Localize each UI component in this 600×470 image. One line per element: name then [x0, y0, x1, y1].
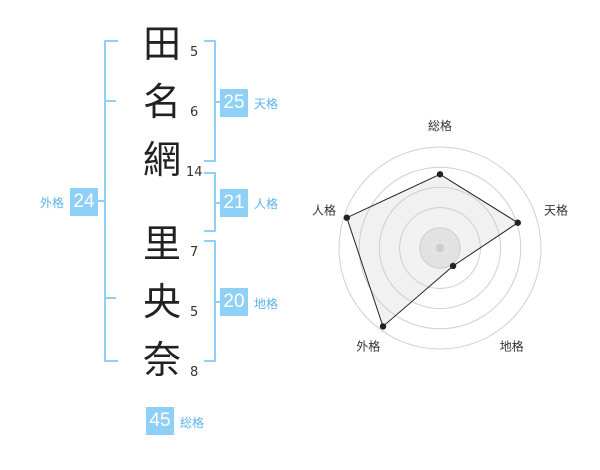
gaikaku-tick-1 [104, 100, 116, 102]
gaikaku-tick-2 [104, 297, 116, 299]
radar-point-4 [379, 323, 387, 330]
name-char-3: 網 [142, 138, 181, 182]
stroke-count-3: 14 [186, 165, 203, 180]
radar-axis-label: 天格 [544, 202, 568, 217]
radar-center [436, 244, 444, 252]
radar-axis-label: 人格 [312, 202, 336, 217]
radar-ring [338, 146, 542, 350]
radar-ring [378, 186, 502, 310]
name-char-4: 里 [142, 222, 181, 266]
name-char-6: 奈 [142, 338, 181, 382]
soukaku-value: 45 [146, 407, 174, 435]
stroke-count-1: 5 [190, 45, 199, 60]
radar-axis-label: 総格 [428, 118, 452, 133]
gaikaku-label: 外格 [40, 196, 65, 210]
gaikaku-value: 24 [70, 188, 98, 216]
radar-point-3 [449, 262, 457, 270]
radar-point-1 [436, 171, 444, 178]
soukaku-label: 総格 [180, 416, 205, 430]
tenkaku-value: 25 [220, 89, 248, 117]
radar-axis-label: 地格 [500, 339, 524, 354]
radar-axis-label: 外格 [356, 339, 380, 354]
radar-series-polygon [346, 173, 519, 328]
radar-point-5 [343, 214, 351, 221]
chikaku-connector [214, 301, 222, 303]
name-char-1: 田 [142, 22, 181, 66]
name-char-5: 央 [142, 280, 181, 324]
tenkaku-label: 天格 [254, 97, 279, 111]
radar-ring [358, 166, 522, 330]
stroke-count-4: 7 [190, 245, 199, 260]
jinkaku-label: 人格 [254, 197, 279, 211]
jinkaku-connector [214, 202, 222, 204]
stroke-count-2: 6 [190, 105, 199, 120]
chikaku-value: 20 [220, 288, 248, 316]
gaikaku-connector [98, 200, 106, 202]
chikaku-label: 地格 [254, 297, 279, 311]
stroke-count-6: 8 [190, 365, 199, 380]
stroke-count-5: 5 [190, 305, 199, 320]
tenkaku-connector [214, 101, 222, 103]
name-char-2: 名 [142, 80, 181, 124]
jinkaku-value: 21 [220, 189, 248, 217]
radar-point-2 [514, 219, 522, 226]
